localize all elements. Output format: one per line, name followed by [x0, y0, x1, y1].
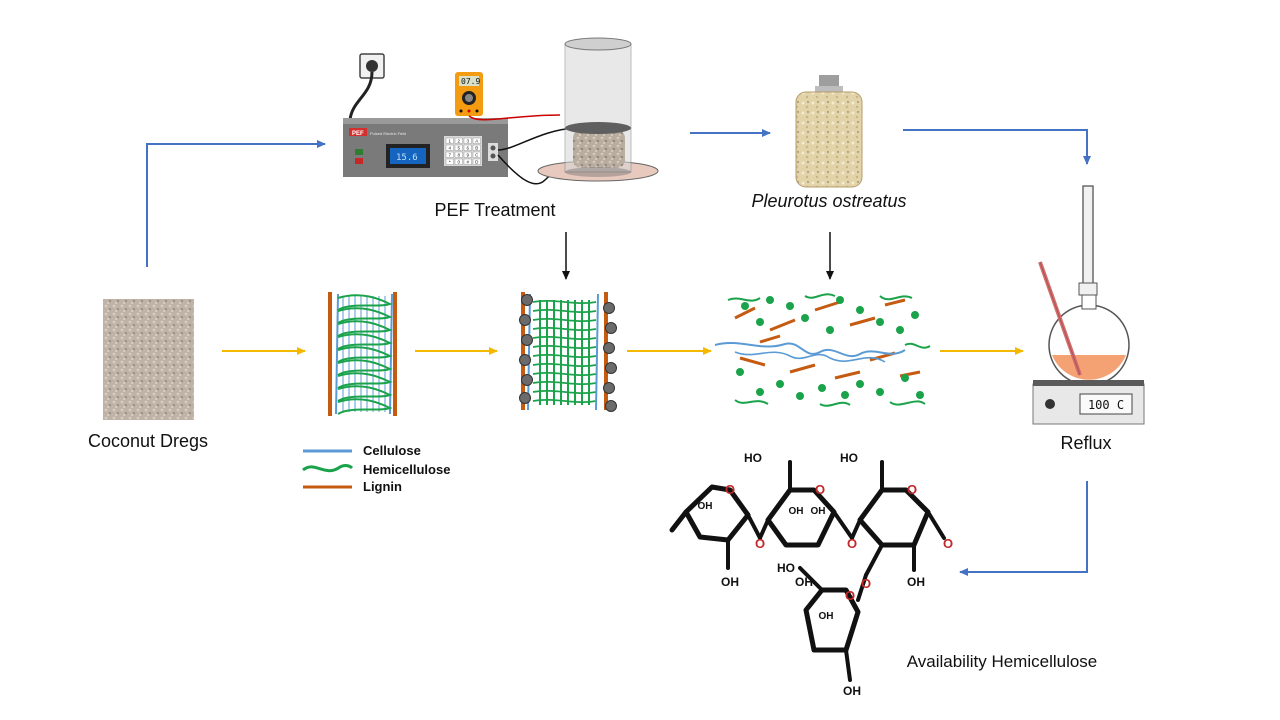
svg-text:OH: OH [795, 575, 813, 589]
svg-text:*: * [449, 160, 451, 165]
label-availability: Availability Hemicellulose [907, 652, 1098, 671]
svg-text:B: B [475, 146, 478, 151]
hemicellulose-structure [669, 460, 946, 682]
svg-text:6: 6 [466, 146, 469, 151]
svg-text:PEF: PEF [352, 131, 364, 137]
reflux-apparatus-illustration: 100 C [1032, 185, 1145, 425]
svg-text:O: O [861, 576, 871, 591]
svg-text:C: C [475, 153, 479, 158]
arrow-coconut-to-pef [146, 140, 326, 267]
svg-text:O: O [845, 588, 855, 603]
svg-text:O: O [755, 536, 765, 551]
keypad: 1 2 3 A 4 5 6 B 7 8 9 C * 0 # D [444, 136, 482, 166]
flow-arrows [146, 129, 1091, 576]
svg-text:O: O [847, 536, 857, 551]
label-coconut: Coconut Dregs [88, 431, 209, 451]
svg-text:O: O [907, 482, 917, 497]
legend-hemicellulose: Hemicellulose [363, 462, 450, 477]
svg-text:5: 5 [457, 146, 460, 151]
svg-text:07.9: 07.9 [461, 77, 480, 86]
pef-device-illustration: PEF Pulsed Electric Field 15.6 1 2 3 A 4 5 6 B 7… [343, 37, 659, 185]
svg-text:A: A [475, 139, 478, 144]
svg-text:2: 2 [457, 139, 460, 144]
legend-cellulose: Cellulose [363, 443, 421, 458]
arrow-reflux-to-hemicellulose [959, 481, 1088, 576]
hemicellulose-atoms: O O O O O O O O OH OH OH OH OH OH OH OH … [698, 451, 954, 698]
label-reflux: Reflux [1060, 433, 1111, 453]
svg-text:0: 0 [457, 160, 460, 165]
svg-text:HO: HO [744, 451, 762, 465]
svg-text:Pulsed Electric Field: Pulsed Electric Field [370, 131, 406, 136]
coconut-dregs-image [103, 299, 194, 420]
svg-text:4: 4 [448, 146, 451, 151]
svg-text:D: D [475, 160, 479, 165]
svg-text:OH: OH [843, 684, 861, 698]
svg-text:HO: HO [777, 561, 795, 575]
label-fungus: Pleurotus ostreatus [751, 191, 906, 211]
svg-text:O: O [725, 482, 735, 497]
svg-text:9: 9 [466, 153, 469, 158]
label-pef: PEF Treatment [434, 200, 555, 220]
svg-text:3: 3 [466, 139, 469, 144]
svg-text:OH: OH [789, 506, 804, 517]
svg-text:15.6: 15.6 [396, 153, 418, 163]
svg-text:OH: OH [811, 506, 826, 517]
lignocellulose-pef-treated [519, 292, 617, 412]
arrow-fungus-to-reflux [903, 129, 1091, 165]
svg-text:HO: HO [840, 451, 858, 465]
svg-text:100 C: 100 C [1088, 398, 1124, 412]
fungus-jar-illustration [795, 75, 863, 188]
svg-text:8: 8 [457, 153, 460, 158]
legend: Cellulose Hemicellulose Lignin [302, 443, 450, 494]
lignocellulose-native [328, 292, 397, 416]
lignocellulose-degraded [714, 293, 931, 407]
svg-text:#: # [466, 160, 469, 165]
svg-text:OH: OH [698, 501, 713, 512]
svg-text:1: 1 [448, 139, 451, 144]
svg-text:O: O [815, 482, 825, 497]
svg-text:O: O [943, 536, 953, 551]
svg-text:OH: OH [721, 575, 739, 589]
svg-text:7: 7 [448, 153, 451, 158]
legend-lignin: Lignin [363, 479, 402, 494]
svg-text:OH: OH [907, 575, 925, 589]
svg-text:OH: OH [819, 611, 834, 622]
